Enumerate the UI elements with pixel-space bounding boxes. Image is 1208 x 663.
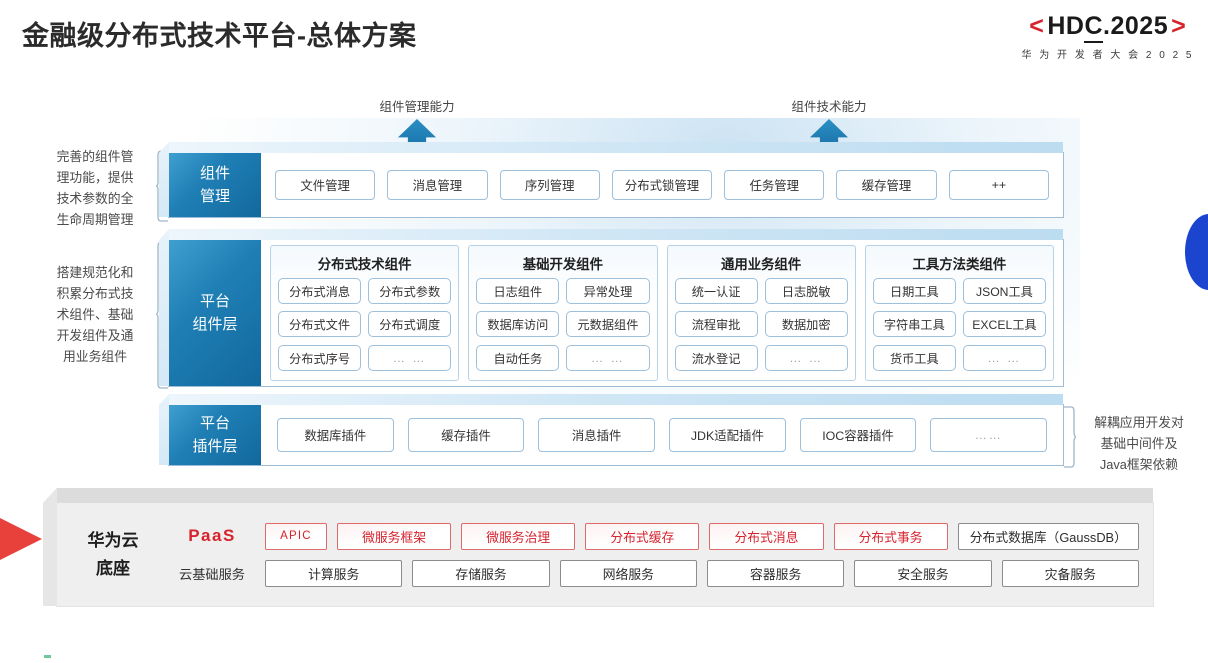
group-general-business: 通用业务组件 统一认证 日志脱敏 流程审批 数据加密 流水登记 … … [666, 245, 856, 381]
hdc-logo-subtitle: 华 为 开 发 者 大 会 2 0 2 5 [1021, 50, 1194, 61]
base-rowlabel-paas: PaaS [188, 526, 236, 545]
chip-security-service[interactable]: 安全服务 [854, 559, 992, 587]
chip-transaction-record[interactable]: 流水登记 [674, 344, 758, 371]
chip-distributed-message[interactable]: 分布式消息 [278, 278, 362, 304]
chip-add-more[interactable]: ++ [948, 170, 1049, 200]
chip-network-service[interactable]: 网络服务 [559, 559, 697, 587]
layer-body-platform-components: 分布式技术组件 分布式消息 分布式参数 分布式文件 分布式调度 分布式序号 … … [261, 240, 1063, 386]
chip-more-general-business[interactable]: … … [764, 344, 848, 371]
chip-distributed-cache[interactable]: 分布式缓存 [585, 522, 700, 550]
blue-circle-decoration [1185, 214, 1208, 290]
chip-microservice-governance[interactable]: 微服务治理 [461, 522, 576, 550]
page-title: 金融级分布式技术平台-总体方案 [22, 21, 417, 51]
group-distributed-tech: 分布式技术组件 分布式消息 分布式参数 分布式文件 分布式调度 分布式序号 … … [270, 245, 460, 381]
chip-database-plugin[interactable]: 数据库插件 [277, 418, 394, 452]
chip-container-service[interactable]: 容器服务 [706, 559, 845, 587]
group-title-distributed-tech: 分布式技术组件 [317, 257, 412, 272]
layer-body-platform-plugins: 数据库插件 缓存插件 消息插件 JDK适配插件 IOC容器插件 …… [261, 405, 1063, 465]
red-wedge-decoration [0, 497, 42, 581]
chip-storage-service[interactable]: 存储服务 [412, 559, 550, 587]
group-basic-development: 基础开发组件 日志组件 异常处理 数据库访问 元数据组件 自动任务 … … [468, 245, 658, 381]
chip-disaster-recovery-service[interactable]: 灾备服务 [1001, 559, 1139, 587]
layer-platform-plugins: 平台插件层 数据库插件 缓存插件 消息插件 JDK适配插件 IOC容器插件 …… [168, 404, 1064, 466]
hdc-text-underlined: C [1084, 12, 1104, 43]
brace-left-top [156, 150, 170, 222]
bracket-left-icon: < [1029, 12, 1045, 40]
base-rowlabel-cloud-basic: 云基础服务 [179, 566, 245, 582]
chip-distributed-database-gaussdb[interactable]: 分布式数据库（GaussDB） [957, 522, 1140, 550]
group-grid-tool-methods: 日期工具 JSON工具 字符串工具 EXCEL工具 货币工具 … … [872, 278, 1046, 374]
huawei-cloud-base: 华为云底座 PaaS APIC 微服务框架 微服务治理 分布式缓存 分布式消息 … [56, 502, 1154, 607]
chip-jdk-adapter-plugin[interactable]: JDK适配插件 [669, 418, 786, 452]
chip-json-tool[interactable]: JSON工具 [962, 278, 1046, 304]
layer-label-component-management: 组件管理 [169, 153, 261, 217]
chip-date-tool[interactable]: 日期工具 [872, 278, 956, 304]
chip-automated-task[interactable]: 自动任务 [476, 344, 560, 371]
chip-distributed-transaction[interactable]: 分布式事务 [833, 522, 948, 550]
chip-more-distributed-tech[interactable]: … … [368, 344, 452, 371]
chip-excel-tool[interactable]: EXCEL工具 [962, 311, 1046, 338]
layer-label-platform-components: 平台组件层 [169, 240, 261, 386]
group-grid-general-business: 统一认证 日志脱敏 流程审批 数据加密 流水登记 … … [674, 278, 848, 374]
hdc-text-pre: HD [1047, 12, 1085, 40]
chip-compute-service[interactable]: 计算服务 [265, 559, 403, 587]
chip-distributed-sequence[interactable]: 分布式序号 [278, 344, 362, 371]
layer-platform-components: 平台组件层 分布式技术组件 分布式消息 分布式参数 分布式文件 分布式调度 分布… [168, 239, 1064, 387]
chip-process-approval[interactable]: 流程审批 [674, 311, 758, 338]
layer-component-management: 组件管理 文件管理 消息管理 序列管理 分布式锁管理 任务管理 缓存管理 ++ [168, 152, 1064, 218]
chip-task-management[interactable]: 任务管理 [724, 170, 825, 200]
chip-distributed-lock-management[interactable]: 分布式锁管理 [611, 170, 713, 200]
base-row-paas: PaaS APIC 微服务框架 微服务治理 分布式缓存 分布式消息 分布式事务 … [169, 522, 1140, 550]
chip-apic[interactable]: APIC [265, 522, 327, 550]
green-marker-decoration [44, 655, 51, 658]
group-title-tool-methods: 工具方法类组件 [912, 257, 1007, 272]
brace-right [1062, 406, 1076, 468]
chip-ioc-container-plugin[interactable]: IOC容器插件 [799, 418, 917, 452]
base-row-cloud-basic: 云基础服务 计算服务 存储服务 网络服务 容器服务 安全服务 灾备服务 [169, 559, 1139, 587]
chip-cache-plugin[interactable]: 缓存插件 [407, 418, 525, 452]
chip-distributed-message-paas[interactable]: 分布式消息 [709, 522, 824, 550]
chip-database-access[interactable]: 数据库访问 [476, 311, 560, 338]
brace-left-bottom [156, 241, 170, 389]
layer-body-component-management: 文件管理 消息管理 序列管理 分布式锁管理 任务管理 缓存管理 ++ [261, 153, 1063, 217]
hdc-logo: <HDC.2025> 华 为 开 发 者 大 会 2 0 2 5 [1021, 12, 1194, 61]
chip-log-component[interactable]: 日志组件 [476, 278, 560, 304]
chip-currency-tool[interactable]: 货币工具 [872, 344, 956, 371]
base-title: 华为云底座 [87, 530, 139, 578]
group-tool-methods: 工具方法类组件 日期工具 JSON工具 字符串工具 EXCEL工具 货币工具 …… [864, 245, 1054, 381]
group-grid-distributed-tech: 分布式消息 分布式参数 分布式文件 分布式调度 分布式序号 … … [278, 278, 452, 374]
layer-label-platform-plugins: 平台插件层 [169, 405, 261, 465]
base-rows: PaaS APIC 微服务框架 微服务治理 分布式缓存 分布式消息 分布式事务 … [169, 522, 1153, 587]
chip-log-masking[interactable]: 日志脱敏 [764, 278, 848, 304]
chip-distributed-parameter[interactable]: 分布式参数 [368, 278, 452, 304]
chip-data-encryption[interactable]: 数据加密 [764, 311, 848, 338]
chip-distributed-file[interactable]: 分布式文件 [278, 311, 362, 338]
chip-cache-management[interactable]: 缓存管理 [836, 170, 937, 200]
chip-more-plugins[interactable]: …… [930, 418, 1048, 452]
left-note-components: 搭建规范化和积累分布式技术组件、基础开发组件及通用业务组件 [56, 265, 134, 364]
group-grid-basic-development: 日志组件 异常处理 数据库访问 元数据组件 自动任务 … … [476, 278, 650, 374]
chip-string-tool[interactable]: 字符串工具 [872, 311, 956, 338]
chip-message-management[interactable]: 消息管理 [387, 170, 488, 200]
chip-file-management[interactable]: 文件管理 [275, 170, 376, 200]
group-title-general-business: 通用业务组件 [720, 257, 802, 272]
chip-sequence-management[interactable]: 序列管理 [499, 170, 600, 200]
chip-more-tool-methods[interactable]: … … [962, 344, 1046, 371]
chip-microservice-framework[interactable]: 微服务框架 [337, 522, 452, 550]
chip-distributed-schedule[interactable]: 分布式调度 [368, 311, 452, 338]
capability-management-label: 组件管理能力 [379, 100, 455, 114]
left-note-management: 完善的组件管理功能，提供技术参数的全生命周期管理 [56, 149, 134, 227]
capability-technical-label: 组件技术能力 [791, 100, 867, 114]
hdc-logo-main: <HDC.2025> [1021, 12, 1194, 43]
chip-more-basic-development[interactable]: … … [566, 344, 650, 371]
group-title-basic-development: 基础开发组件 [522, 257, 604, 272]
chip-message-plugin[interactable]: 消息插件 [538, 418, 656, 452]
chip-unified-auth[interactable]: 统一认证 [674, 278, 758, 304]
chip-metadata-component[interactable]: 元数据组件 [566, 311, 650, 338]
bracket-right-icon: > [1171, 12, 1187, 40]
hdc-text-post: .2025 [1103, 12, 1169, 40]
chip-exception-handling[interactable]: 异常处理 [566, 278, 650, 304]
